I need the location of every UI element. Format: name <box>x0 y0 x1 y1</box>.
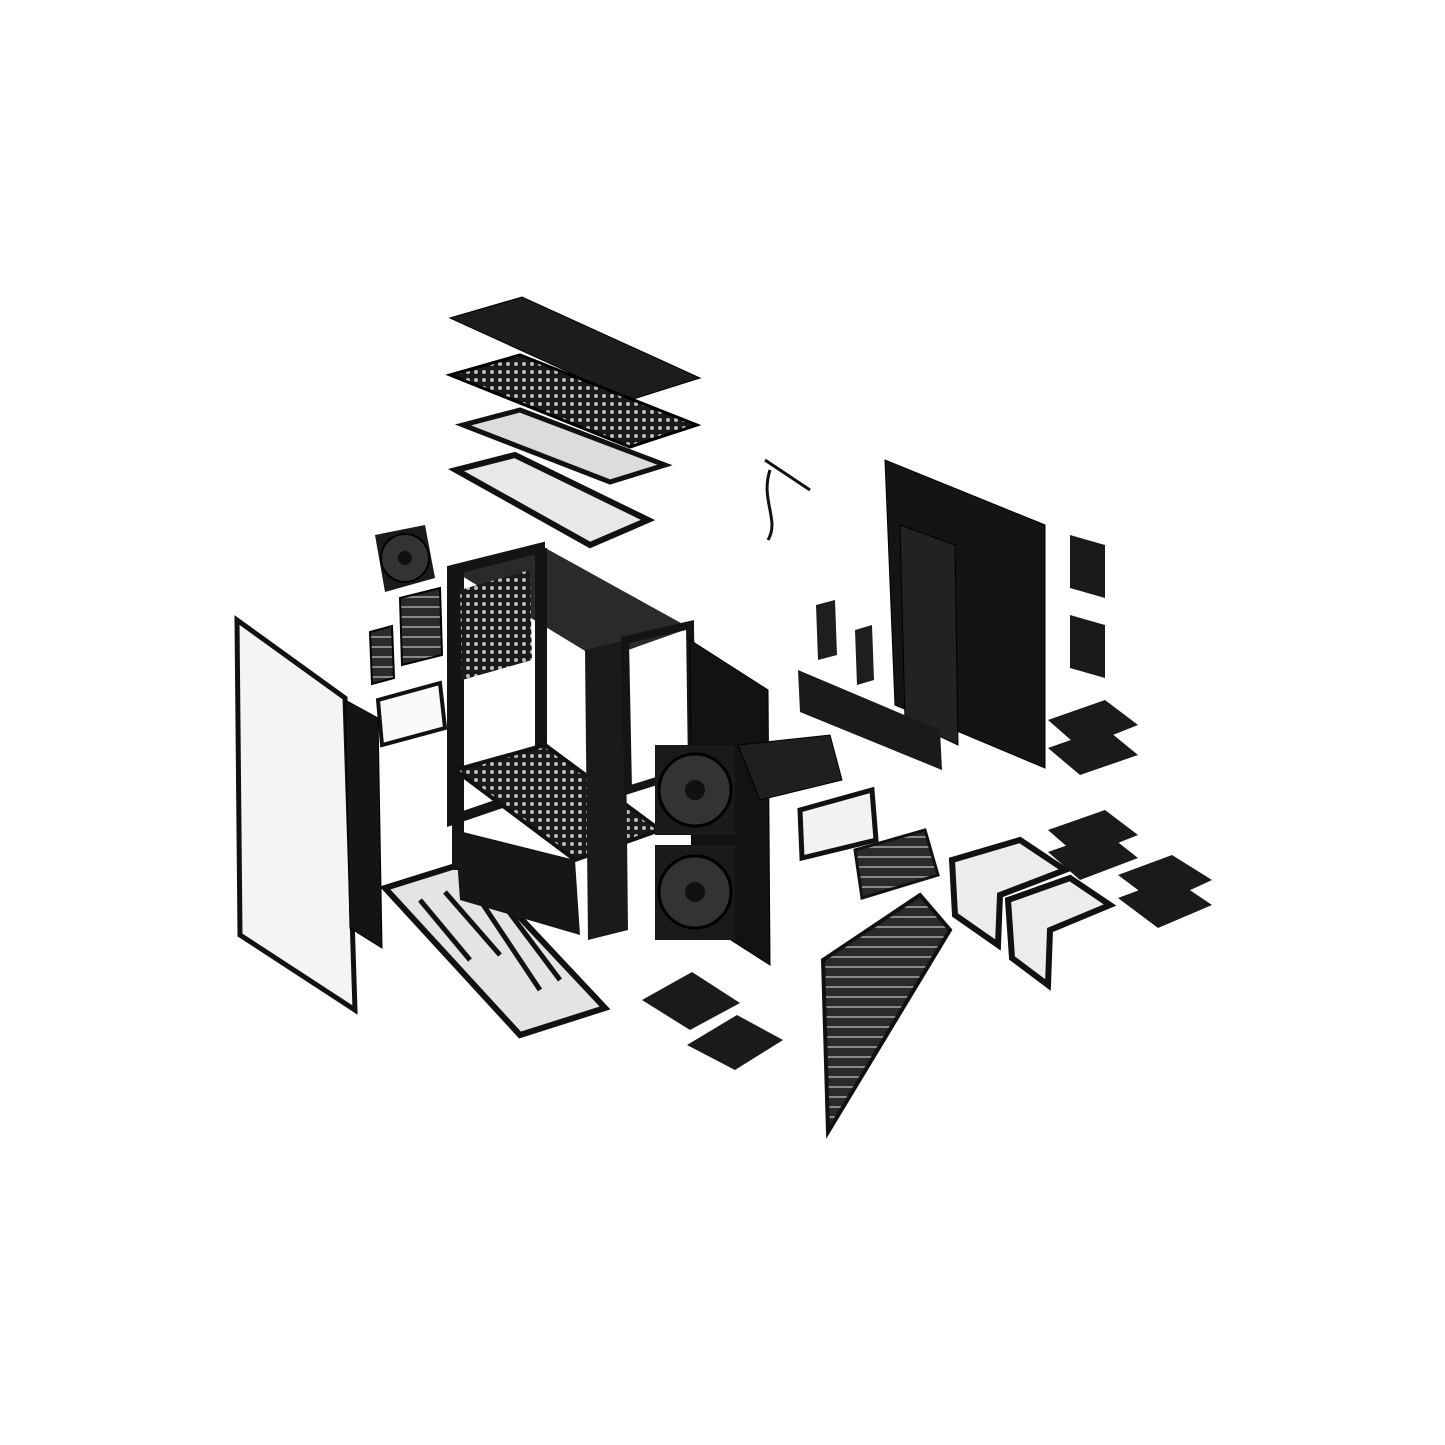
drive-tray-6 <box>1118 878 1212 928</box>
cable-cover-bracket <box>899 524 959 746</box>
fan-bracket-2 <box>1070 615 1105 678</box>
top-bracket-frame <box>447 451 656 549</box>
psu-bracket <box>375 680 448 748</box>
drive-tray-2 <box>1048 728 1138 775</box>
top-panel-solid <box>448 296 702 401</box>
hdd-cage-grill <box>853 828 940 900</box>
top-filter-frame <box>454 407 673 485</box>
front-mesh-cover <box>820 892 953 1139</box>
pci-slot-covers <box>398 586 444 667</box>
vertical-pci-bracket <box>368 624 396 686</box>
fan-bracket-1 <box>1070 535 1105 598</box>
hdd-cage-1 <box>948 836 1072 951</box>
rubber-pad-2 <box>687 1015 783 1070</box>
ssd-bracket-1 <box>816 600 837 660</box>
main-chassis <box>447 541 697 940</box>
front-io-cable <box>764 458 811 541</box>
psu-shroud-frame <box>797 786 879 862</box>
psu-shroud-cover <box>798 670 942 770</box>
rear-fan <box>375 525 435 592</box>
rubber-pad-1 <box>642 972 740 1030</box>
front-fan-top <box>655 745 735 835</box>
top-panel-mesh <box>445 353 702 449</box>
drive-tray-4 <box>1048 832 1138 880</box>
front-fan-bottom <box>655 845 735 940</box>
ssd-bracket-2 <box>855 625 874 685</box>
drive-tray-1 <box>1048 700 1138 748</box>
glass-side-panel <box>234 615 358 1015</box>
hdd-cage-2 <box>1004 874 1117 991</box>
gpu-support-bracket <box>737 734 843 801</box>
side-panel-frame <box>344 699 383 949</box>
